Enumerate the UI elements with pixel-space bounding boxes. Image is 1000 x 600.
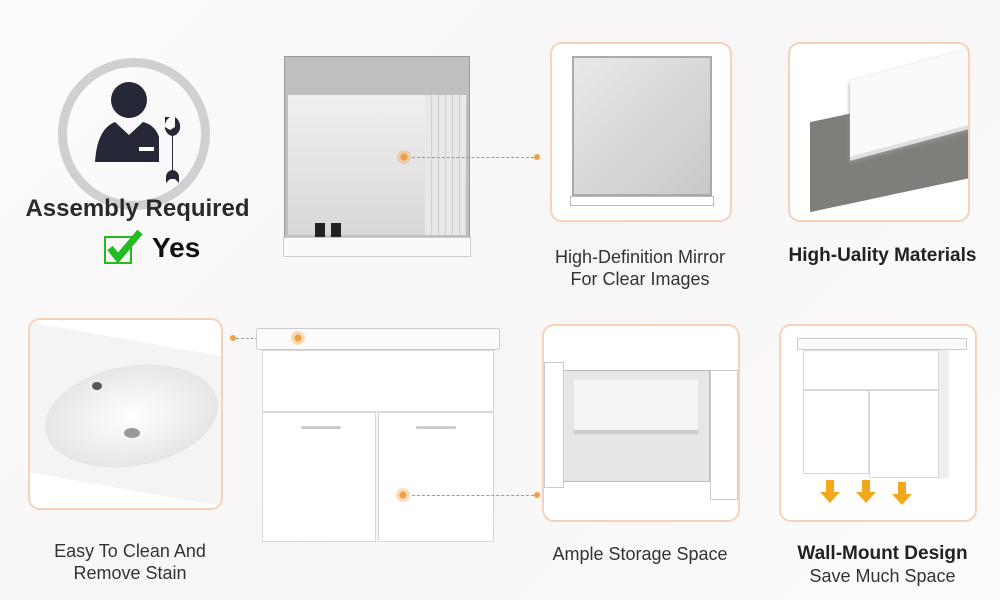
- wall-mount-caption-subtitle: Save Much Space: [809, 566, 956, 586]
- mirror-caption-subtitle: For Clear Images: [570, 269, 710, 289]
- assembly-required-title: Assembly Required: [25, 195, 250, 222]
- down-arrow-icon: [856, 480, 876, 503]
- wall-mount-caption-title: Wall-Mount Design: [797, 543, 968, 564]
- storage-card: [542, 324, 740, 522]
- storage-hotspot: [396, 488, 410, 502]
- sink-caption-title: Easy To Clean And: [54, 541, 206, 561]
- connector-dot: [534, 154, 540, 160]
- mirror-hotspot: [397, 150, 411, 164]
- mirror-cabinet-image: [283, 56, 471, 257]
- materials-card: [788, 42, 970, 222]
- assembly-answer: Yes: [152, 232, 201, 263]
- vanity-image: [256, 328, 500, 544]
- storage-caption: Ample Storage Space: [552, 544, 728, 564]
- connector-line: [412, 495, 534, 496]
- mirror-card: [550, 42, 732, 222]
- sink-caption-subtitle: Remove Stain: [73, 563, 187, 583]
- materials-caption: High-Uality Materials: [788, 245, 977, 266]
- checkbox-checked-icon: [104, 230, 143, 264]
- connector-dot: [534, 492, 540, 498]
- down-arrow-icon: [820, 480, 840, 503]
- mirror-caption-title: High-Definition Mirror: [554, 247, 726, 267]
- wall-mount-card: [779, 324, 977, 522]
- down-arrow-icon: [892, 482, 912, 505]
- sink-hotspot: [291, 331, 305, 345]
- sink-card: [28, 318, 223, 510]
- technician-icon: [58, 58, 210, 210]
- connector-line: [412, 157, 534, 158]
- connector-dot: [230, 335, 236, 341]
